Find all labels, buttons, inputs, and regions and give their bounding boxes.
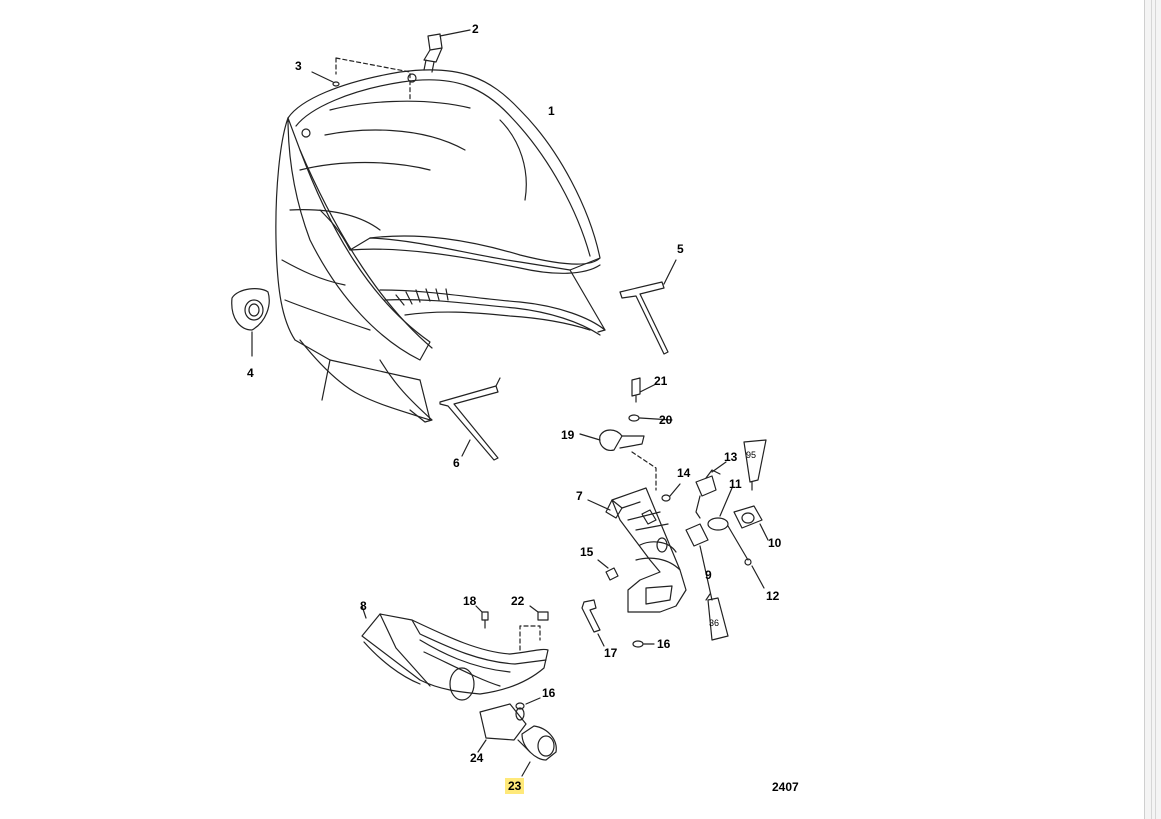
right-edge-rail: [1144, 0, 1161, 819]
clamp-assembly: [579, 377, 673, 491]
callout-2[interactable]: 2: [472, 22, 479, 36]
outlet-cap-part: [517, 725, 557, 777]
lower-cowl-part: [361, 605, 549, 701]
grommet-part: [231, 288, 270, 357]
callout-13[interactable]: 13: [724, 450, 738, 464]
rail-divider: [1151, 0, 1152, 819]
callout-5[interactable]: 5: [677, 242, 684, 256]
nut-part: [311, 57, 411, 101]
latch-stud-part: [423, 29, 471, 73]
callout-7[interactable]: 7: [576, 489, 583, 503]
diagram-figure-number: 2407: [772, 780, 799, 794]
plug-assembly: [685, 487, 769, 601]
callout-8[interactable]: 8: [360, 599, 367, 613]
callout-3[interactable]: 3: [295, 59, 302, 73]
bracket-right-part: [619, 259, 677, 355]
bracket-left-part: [439, 377, 501, 461]
rail-divider: [1155, 0, 1156, 819]
adapter-part: [477, 703, 527, 753]
callout-18[interactable]: 18: [463, 594, 477, 608]
callout-24[interactable]: 24: [470, 751, 484, 765]
callout-12[interactable]: 12: [766, 589, 780, 603]
tube-36-label: 36: [709, 618, 719, 628]
tube-36-part: 36: [705, 593, 729, 641]
top-cowl-part: [275, 69, 606, 423]
tube-95-part: 95: [743, 439, 767, 491]
bolt-nut-parts: [475, 605, 549, 651]
callout-19[interactable]: 19: [561, 428, 575, 442]
callout-22[interactable]: 22: [511, 594, 525, 608]
lower-bracket-part: [587, 487, 687, 613]
callout-11[interactable]: 11: [729, 477, 742, 491]
callout-15[interactable]: 15: [580, 545, 594, 559]
callout-23-highlighted[interactable]: 23: [505, 778, 525, 794]
callout-9[interactable]: 9: [705, 568, 712, 582]
callout-16-lower[interactable]: 16: [542, 686, 556, 700]
washer-lower-part: [515, 697, 541, 710]
callout-21[interactable]: 21: [654, 374, 668, 388]
callout-16-upper[interactable]: 16: [657, 637, 671, 651]
callout-14[interactable]: 14: [677, 466, 691, 480]
tube-95-label: 95: [746, 450, 756, 460]
callout-20[interactable]: 20: [659, 413, 673, 427]
callout-10[interactable]: 10: [768, 536, 782, 550]
small-hardware: [581, 559, 655, 648]
callout-17[interactable]: 17: [604, 646, 618, 660]
callout-6[interactable]: 6: [453, 456, 460, 470]
callout-1[interactable]: 1: [548, 104, 555, 118]
callout-4[interactable]: 4: [247, 366, 254, 380]
switch-assembly: [661, 461, 727, 519]
